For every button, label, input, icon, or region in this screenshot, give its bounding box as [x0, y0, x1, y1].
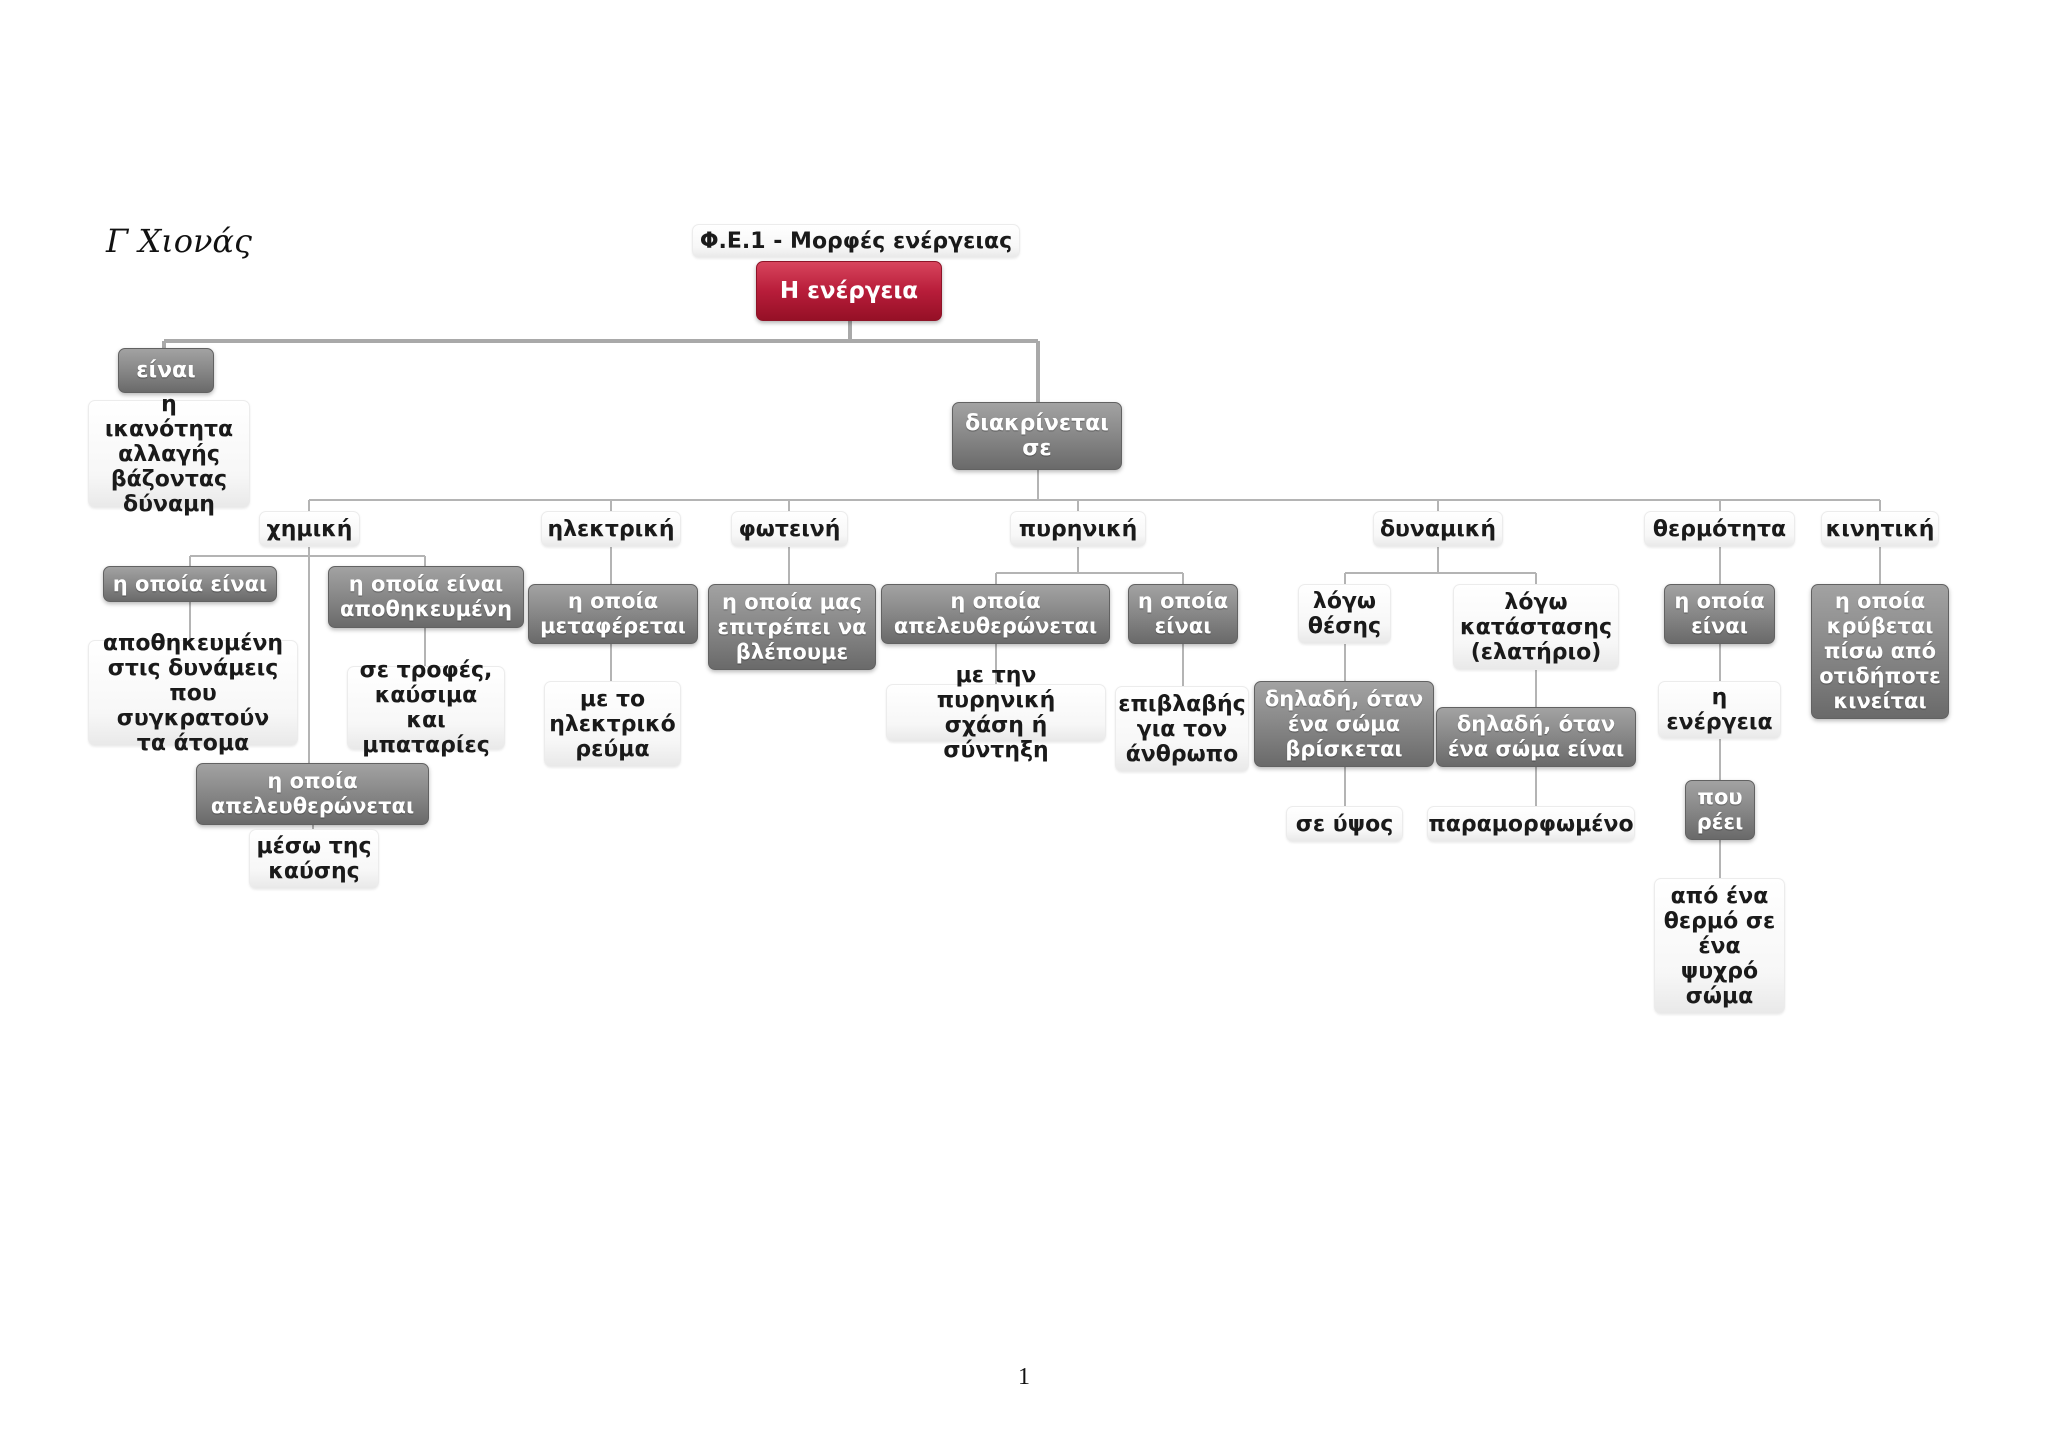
node-einai: είναι [118, 348, 214, 393]
author-signature: Γ Χιονάς [106, 222, 252, 260]
node-kin-kryvetai: η οποία κρύβεται πίσω από οτιδήποτε κινε… [1811, 584, 1949, 719]
node-chimiki: χημική [259, 511, 360, 547]
node-chim-apothikeumeni: η οποία είναι αποθηκευμένη [328, 566, 524, 628]
node-pyr-einai: η οποία είναι [1128, 584, 1238, 644]
node-ilek-revma: με το ηλεκτρικό ρεύμα [544, 681, 681, 767]
node-chim-apeleftheronetai: η οποία απελευθερώνεται [196, 763, 429, 825]
node-thermotita: θερμότητα [1644, 511, 1795, 547]
node-dyn-katastasis-desc: δηλαδή, όταν ένα σώμα είναι [1436, 707, 1636, 767]
node-diakrinetai: διακρίνεται σε [952, 402, 1122, 470]
node-dyn-thesis-desc: δηλαδή, όταν ένα σώμα βρίσκεται [1254, 681, 1434, 767]
node-chim-kafsi: μέσω της καύσης [249, 829, 379, 889]
node-dyn-paramorfomeno: παραμορφωμένο [1427, 806, 1635, 842]
node-chim-einai: η οποία είναι [103, 566, 277, 602]
node-root-energy: Η ενέργεια [756, 261, 942, 321]
node-pyr-apeleftheronetai: η οποία απελευθερώνεται [881, 584, 1110, 644]
node-dyn-ypsos: σε ύψος [1286, 806, 1403, 842]
node-ilektriki: ηλεκτρική [541, 511, 681, 547]
node-pyr-epivlavis: επιβλαβής για τον άνθρωπο [1115, 686, 1249, 772]
node-foteini: φωτεινή [731, 511, 848, 547]
node-dyn-thesis: λόγω θέσης [1298, 584, 1391, 644]
node-definition: η ικανότητα αλλαγής βάζοντας δύναμη [88, 392, 250, 517]
node-ilek-metaferetai: η οποία μεταφέρεται [528, 584, 698, 644]
node-chim-apothikeumeni-text: αποθηκευμένη στις δυνάμεις που συγκρατού… [88, 631, 298, 756]
node-therm-reei: που ρέει [1685, 780, 1755, 840]
node-fot-vlepoume: η οποία μας επιτρέπει να βλέπουμε [708, 584, 876, 670]
node-kinitiki: κινητική [1821, 511, 1939, 547]
node-therm-einai: η οποία είναι [1664, 584, 1775, 644]
node-therm-energeia: η ενέργεια [1658, 681, 1781, 739]
node-chim-trofes: σε τροφές, καύσιμα και μπαταρίες [347, 658, 505, 758]
node-dynamiki: δυναμική [1373, 511, 1503, 547]
page-number: 1 [1018, 1364, 1030, 1390]
node-pyrinki: πυρηνική [1010, 511, 1146, 547]
map-title: Φ.Ε.1 - Μορφές ενέργειας [692, 224, 1020, 258]
node-dyn-katastasis: λόγω κατάστασης (ελατήριο) [1453, 584, 1619, 670]
node-pyr-schasi: με την πυρηνική σχάση ή σύντηξη [886, 663, 1106, 763]
node-therm-apo: από ένα θερμό σε ένα ψυχρό σώμα [1654, 878, 1785, 1014]
